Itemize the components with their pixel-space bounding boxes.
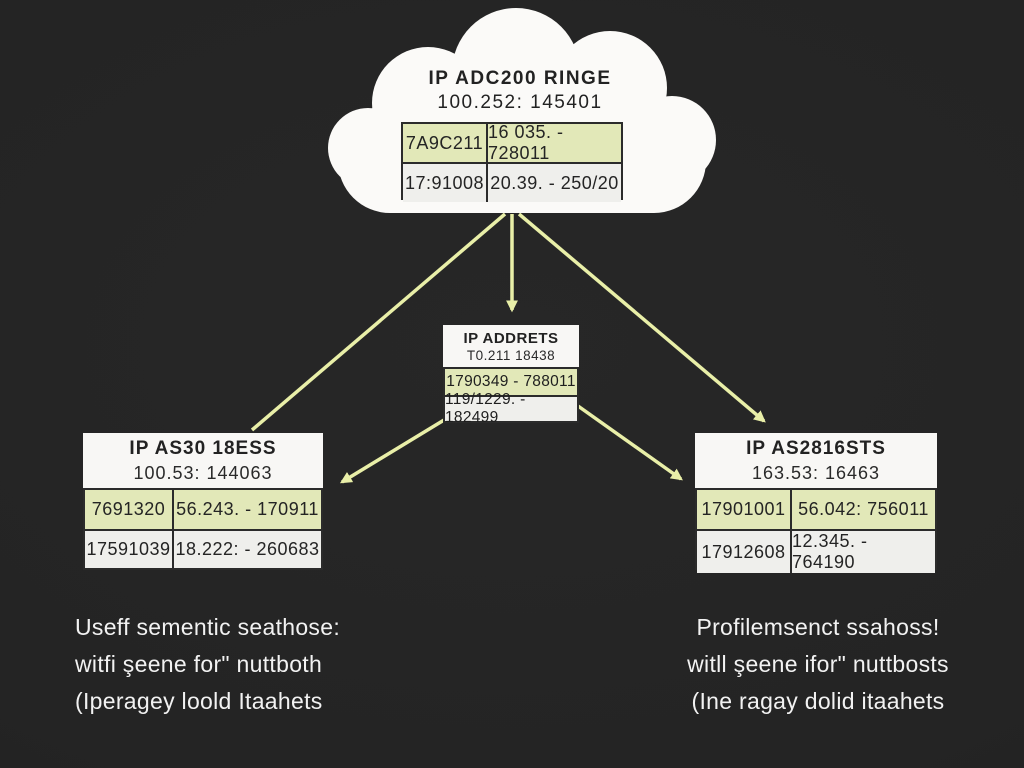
right-ip-box: IP AS2816STS 163.53: 16463 17901001 56.0… [695,433,937,573]
right-box-title: IP AS2816STS [746,437,886,459]
middle-box-subtitle: T0.211 18438 [466,347,556,363]
arrow-cloud-to-left-box [250,212,507,432]
left-box-cell: 17591039 [85,531,172,568]
arrow-middle-to-left-box [339,415,450,484]
right-caption-line: witll şeene ifor" nuttbosts [687,651,949,677]
middle-box-header: IP ADDRETS T0.211 18438 [443,325,579,367]
left-box-header: IP AS30 18ESS 100.53: 144063 [83,433,323,488]
cloud-ip-table: 7A9C211 16 035. - 728011 17:91008 20.39.… [401,122,623,202]
middle-ip-box: IP ADDRETS T0.211 18438 1790349 - 788011… [443,325,579,426]
cloud-subtitle: 100.252: 145401 [437,92,603,113]
left-caption-line: Useff sementic seathose: [75,614,341,640]
left-box-subtitle: 100.53: 144063 [133,462,273,483]
right-caption-line: Profilemsenct ssahoss! [696,614,940,640]
right-box-cell: 17901001 [697,490,790,529]
arrow-cloud-to-right-box [517,212,766,423]
cloud-table-cell: 7A9C211 [403,124,486,162]
right-box-subtitle: 163.53: 16463 [751,462,881,483]
left-box-cell: 56.243. - 170911 [172,490,321,529]
right-box-cell: 56.042: 756011 [790,490,935,529]
right-box-cell: 12.345. - 764190 [790,531,935,573]
middle-box-title: IP ADDRETS [463,329,559,347]
cloud-table-cell: 17:91008 [403,162,486,202]
cloud-table-cell: 16 035. - 728011 [486,122,621,163]
left-ip-box: IP AS30 18ESS 100.53: 144063 7691320 56.… [83,433,323,570]
arrow-middle-to-right-box [576,404,683,481]
left-box-cell: 7691320 [85,490,172,529]
middle-box-row: 1790349 - 788011 [445,369,577,395]
left-caption-line: witfi şeene for" nuttboth [75,651,323,677]
right-caption: Profilemsenct ssahoss! witll şeene ifor"… [663,612,973,723]
cloud-title: IP ADC200 RINGE [428,68,612,89]
middle-box-row: 119/1229. - 182499 [445,391,577,426]
right-box-cell: 17912608 [697,531,790,573]
cloud-table-cell: 20.39. - 250/20 [486,162,621,202]
left-box-title: IP AS30 18ESS [129,437,277,459]
left-caption-line: (Iperagey loold Itaahets [75,688,323,714]
left-caption: Useff sementic seathose: witfi şeene for… [75,612,405,723]
right-box-header: IP AS2816STS 163.53: 16463 [695,433,937,488]
left-box-cell: 18.222: - 260683 [172,531,321,568]
right-caption-line: (Ine ragay dolid itaahets [691,688,945,714]
